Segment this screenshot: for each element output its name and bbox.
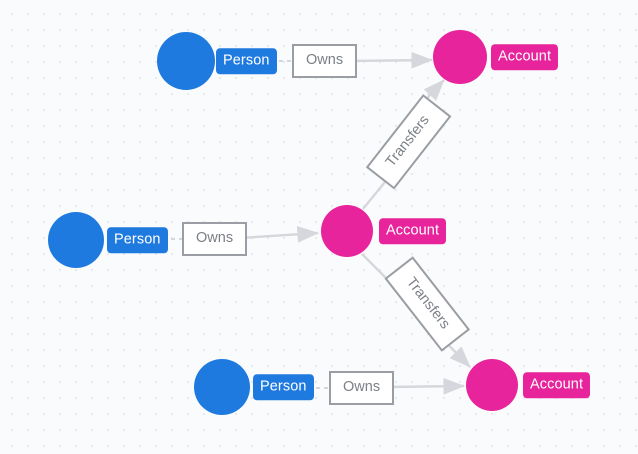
node-account-top[interactable] bbox=[433, 30, 487, 84]
node-label-account-top[interactable]: Account bbox=[491, 44, 559, 70]
edge-label-transfers-up[interactable]: Transfers bbox=[365, 94, 451, 190]
node-label-person-middle[interactable]: Person bbox=[107, 227, 168, 253]
edge-label-owns-middle[interactable]: Owns bbox=[182, 222, 248, 256]
edge-owns-middle bbox=[239, 225, 319, 243]
edge-label-owns-top[interactable]: Owns bbox=[292, 44, 358, 78]
edge-owns-bottom bbox=[385, 377, 465, 395]
node-account-bottom[interactable] bbox=[466, 359, 518, 411]
node-person-top[interactable] bbox=[157, 32, 215, 90]
edge-owns-top bbox=[349, 51, 433, 69]
node-person-bottom[interactable] bbox=[194, 359, 250, 415]
edge-label-transfers-down[interactable]: Transfers bbox=[384, 256, 470, 352]
node-label-account-bottom[interactable]: Account bbox=[523, 372, 591, 398]
edge-label-owns-bottom[interactable]: Owns bbox=[329, 371, 395, 405]
node-label-person-top[interactable]: Person bbox=[216, 48, 277, 74]
node-label-person-bottom[interactable]: Person bbox=[253, 374, 314, 400]
node-person-middle[interactable] bbox=[48, 212, 104, 268]
node-label-account-middle[interactable]: Account bbox=[379, 218, 447, 244]
node-account-middle[interactable] bbox=[321, 205, 373, 257]
